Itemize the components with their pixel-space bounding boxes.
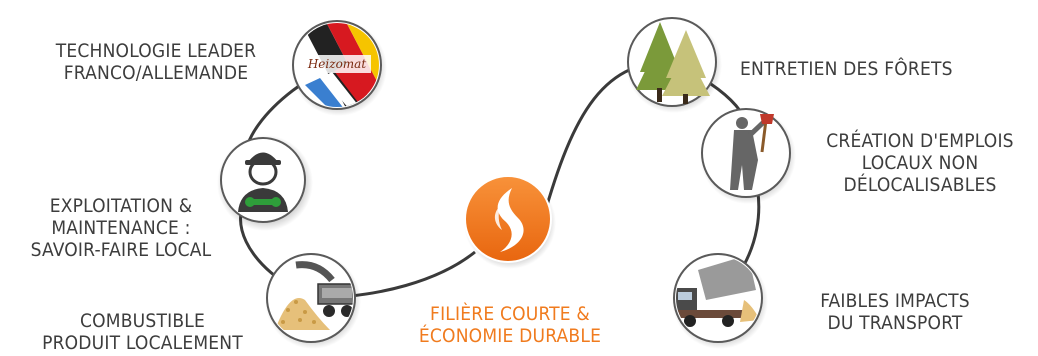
maintenance-label: EXPLOITATION & MAINTENANCE : SAVOIR-FAIR… — [5, 195, 237, 261]
maintenance-node-icon — [217, 135, 313, 231]
heizomat-logo-text: Heizomat — [307, 57, 366, 71]
tech-label-line-1: TECHNOLOGIE LEADER — [55, 40, 257, 62]
jobs-label: CRÉATION D'EMPLOIS LOCAUX NON DÉLOCALISA… — [800, 130, 1038, 196]
transport-label-line-2: DU TRANSPORT — [827, 312, 963, 334]
flame-icon — [497, 188, 524, 252]
center-label-line-1: FILIÈRE COURTE & — [430, 303, 590, 325]
jobs-label-line-3: DÉLOCALISABLES — [843, 174, 997, 196]
maintenance-label-line-3: SAVOIR-FAIRE LOCAL — [30, 239, 212, 261]
center-label: FILIÈRE COURTE & ÉCONOMIE DURABLE — [400, 303, 620, 347]
transport-node-icon — [672, 253, 768, 349]
center-node-icon — [464, 175, 556, 269]
tech-label: TECHNOLOGIE LEADER FRANCO/ALLEMANDE — [33, 40, 279, 84]
forest-label: ENTRETIEN DES FÔRETS — [740, 58, 953, 80]
transport-label: FAIBLES IMPACTS DU TRANSPORT — [790, 290, 1000, 334]
maintenance-label-line-2: MAINTENANCE : — [51, 217, 191, 239]
fuel-node-icon — [265, 253, 361, 349]
transport-label-line-1: FAIBLES IMPACTS — [820, 290, 970, 312]
tech-label-line-2: FRANCO/ALLEMANDE — [63, 62, 249, 84]
fuel-label-line-1: COMBUSTIBLE — [80, 310, 205, 332]
forest-node-icon — [626, 17, 722, 113]
tech-node-icon: Heizomat — [291, 20, 387, 116]
fuel-label-line-2: PRODUIT LOCALEMENT — [42, 332, 243, 354]
jobs-node-icon — [700, 108, 796, 204]
center-label-line-2: ÉCONOMIE DURABLE — [418, 325, 602, 347]
jobs-label-line-2: LOCAUX NON — [861, 152, 979, 174]
fuel-label: COMBUSTIBLE PRODUIT LOCALEMENT — [15, 310, 270, 354]
maintenance-label-line-1: EXPLOITATION & — [49, 195, 193, 217]
forest-label-line-1: ENTRETIEN DES FÔRETS — [740, 58, 953, 80]
jobs-label-line-1: CRÉATION D'EMPLOIS — [826, 130, 1014, 152]
